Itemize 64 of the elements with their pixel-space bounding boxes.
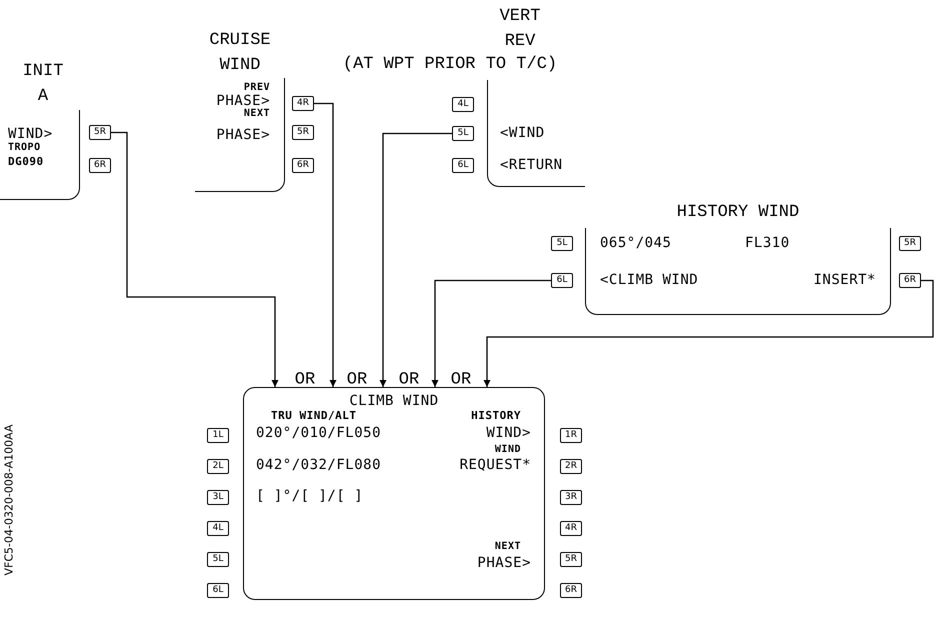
or-label: OR [294, 370, 316, 390]
line-select-key: 3R [560, 490, 582, 505]
field-value: 065°/045 [600, 235, 672, 252]
or-label: OR [450, 370, 472, 390]
page-subtitle: (AT WPT PRIOR TO T/C) [342, 54, 558, 76]
page-title: CLIMB WIND [348, 393, 440, 410]
prompt: INSERT* [813, 272, 876, 289]
line-select-key: 4R [560, 521, 582, 536]
page-title: VERT REV [498, 6, 542, 53]
field-value: FL310 [745, 235, 790, 252]
field-value: DG090 [8, 155, 44, 168]
line-select-key: 6R [560, 583, 582, 598]
line-select-key: 6R [292, 158, 314, 173]
field-label: TRU WIND/ALT [271, 409, 356, 422]
prompt: PHASE> [216, 127, 270, 144]
line-select-key: 4R [292, 96, 314, 111]
line-select-key: 6L [207, 583, 229, 598]
line-select-key: 5L [551, 236, 573, 251]
prompt: WIND> [8, 126, 53, 142]
or-label: OR [346, 370, 368, 390]
field-value: 020°/010/FL050 [256, 425, 382, 442]
entry-field: [ ]°/[ ]/[ ] [256, 488, 364, 505]
prompt: REQUEST* [460, 457, 531, 474]
line-select-key: 5R [89, 125, 111, 140]
field-label: HISTORY [471, 409, 521, 422]
line-select-key: 1L [207, 428, 229, 443]
display-page [243, 387, 545, 600]
line-select-key: 5L [452, 126, 474, 141]
drawing-number: VFC5-04-0320-008-A100AA [2, 424, 16, 576]
prompt: <RETURN [500, 157, 563, 174]
line-select-key: 2L [207, 459, 229, 474]
page-title: HISTORY WIND [676, 202, 800, 224]
line-select-key: 4L [452, 97, 474, 112]
connector-arrow [380, 132, 452, 387]
line-select-key: 5R [560, 552, 582, 567]
line-select-key: 6L [452, 158, 474, 173]
field-label: NEXT [494, 541, 521, 553]
page-title: INIT A [22, 61, 64, 108]
line-select-key: 5R [899, 236, 921, 251]
connector-arrow [111, 132, 278, 387]
prompt: <CLIMB WIND [600, 272, 698, 289]
connector-arrow [484, 280, 934, 387]
line-select-key: 6R [89, 158, 111, 173]
page-title: CRUISE WIND [208, 30, 272, 77]
field-label: NEXT [244, 108, 270, 120]
prompt: PHASE> [216, 93, 270, 109]
line-select-key: 4L [207, 521, 229, 536]
line-select-key: 1R [560, 428, 582, 443]
line-select-key: 2R [560, 459, 582, 474]
connector-arrow [432, 280, 551, 387]
line-select-key: 5L [207, 552, 229, 567]
prompt: PHASE> [477, 555, 531, 572]
line-select-key: 5R [292, 125, 314, 140]
or-label: OR [398, 370, 420, 390]
field-label: PREV [244, 82, 270, 94]
line-select-key: 6L [551, 273, 573, 288]
prompt: <WIND [500, 125, 545, 142]
line-select-key: 6R [899, 273, 921, 288]
field-value: 042°/032/FL080 [256, 457, 382, 474]
field-label: TROPO [8, 142, 41, 154]
line-select-key: 3L [207, 490, 229, 505]
connector-arrow [314, 102, 336, 387]
field-label: WIND [494, 444, 521, 456]
prompt: WIND> [486, 425, 531, 442]
